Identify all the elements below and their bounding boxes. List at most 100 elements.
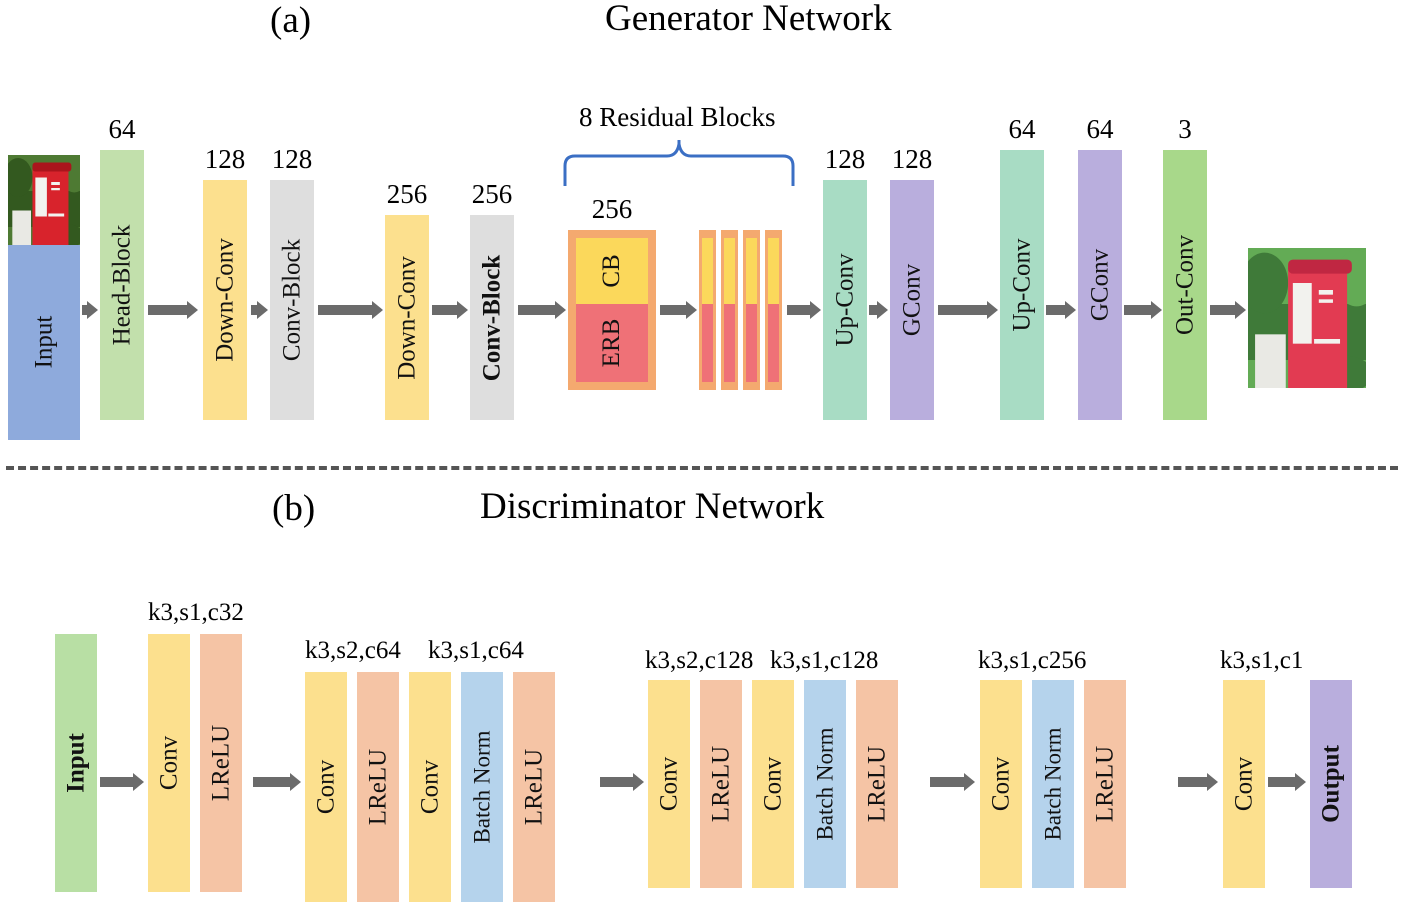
discriminator-block-conv-g1-1[interactable]: Conv [148, 634, 190, 892]
discriminator-block-label: Batch Norm [812, 727, 838, 841]
discriminator-block-label: Conv [759, 756, 787, 812]
generator-block-conv-block-5[interactable]: Conv-Block [470, 215, 514, 420]
generator-block-label: Down-Conv [211, 238, 239, 362]
discriminator-block-lrelu-g3-5[interactable]: LReLU [856, 680, 898, 888]
discriminator-block-lrelu-g3-2[interactable]: LReLU [700, 680, 742, 888]
discriminator-block-conv-g2-1[interactable]: Conv [305, 672, 347, 902]
generator-channels-7: 128 [891, 144, 933, 174]
discriminator-block-label: LReLU [520, 748, 548, 826]
residual-brace [563, 128, 795, 188]
discriminator-arrow-6 [1268, 773, 1306, 791]
discriminator-arrow-1 [100, 773, 144, 791]
discriminator-spec-g1-1: k3,s1,c32 [148, 599, 244, 626]
discriminator-block-label: LReLU [863, 745, 891, 823]
residual-brace-label: 8 Residual Blocks [579, 102, 776, 132]
generator-block-head-block-1[interactable]: Head-Block [100, 150, 144, 420]
discriminator-output-block[interactable]: Output [1310, 680, 1352, 888]
generator-block-conv-block-3[interactable]: Conv-Block [270, 180, 314, 420]
generator-block-label: Head-Block [108, 224, 136, 346]
discriminator-spec-g3-1: k3,s2,c128 [645, 647, 754, 674]
discriminator-block-batch-norm-g3-4[interactable]: Batch Norm [804, 680, 846, 888]
discriminator-block-lrelu-g2-2[interactable]: LReLU [357, 672, 399, 902]
residual-cb-segment: CB [576, 238, 648, 304]
discriminator-block-label: LReLU [207, 724, 235, 802]
generator-block-label: Conv-Block [278, 238, 306, 362]
generator-arrow-3 [251, 301, 268, 319]
residual-block-repeat-4[interactable] [765, 230, 782, 390]
generator-block-gconv-9[interactable]: GConv [1078, 150, 1122, 420]
discriminator-output-label: Output [1317, 745, 1345, 823]
residual-erb-label: ERB [598, 318, 625, 368]
residual-channels: 256 [591, 194, 633, 224]
generator-block-input-0[interactable]: Input [8, 243, 80, 440]
discriminator-block-label: Conv [155, 735, 183, 791]
generator-block-label: Input [30, 315, 58, 368]
discriminator-block-label: Conv [416, 759, 444, 815]
generator-channels-10: 3 [1178, 114, 1192, 144]
generator-arrow-7 [660, 301, 697, 319]
panel-a-letter: (a) [270, 0, 312, 41]
output-image-red-postbox-stylized [1248, 248, 1366, 388]
discriminator-block-lrelu-g4-3[interactable]: LReLU [1084, 680, 1126, 888]
residual-block-main[interactable]: CB ERB [568, 230, 656, 390]
generator-block-gconv-7[interactable]: GConv [890, 180, 934, 420]
generator-arrow-13 [1210, 301, 1246, 319]
discriminator-block-conv-g2-3[interactable]: Conv [409, 672, 451, 902]
generator-block-label: Out-Conv [1171, 235, 1199, 335]
residual-block-repeat-2[interactable] [721, 230, 738, 390]
generator-block-out-conv-10[interactable]: Out-Conv [1163, 150, 1207, 420]
generator-block-label: Up-Conv [831, 253, 859, 347]
discriminator-block-label: LReLU [1091, 745, 1119, 823]
discriminator-block-lrelu-g1-2[interactable]: LReLU [200, 634, 242, 892]
generator-block-label: Up-Conv [1008, 238, 1036, 332]
generator-arrow-4 [318, 301, 383, 319]
residual-block-repeat-3[interactable] [743, 230, 760, 390]
discriminator-block-label: Conv [655, 756, 683, 812]
panel-b-title: Discriminator Network [480, 486, 825, 527]
discriminator-block-label: Conv [987, 756, 1015, 812]
discriminator-spec-g5-1: k3,s1,c1 [1220, 647, 1304, 674]
generator-block-up-conv-8[interactable]: Up-Conv [1000, 150, 1044, 420]
generator-block-label: Down-Conv [393, 255, 421, 380]
generator-block-up-conv-6[interactable]: Up-Conv [823, 180, 867, 420]
generator-arrow-1 [82, 301, 98, 319]
discriminator-block-label: Batch Norm [1040, 727, 1066, 841]
generator-arrow-8 [787, 301, 821, 319]
generator-block-label: GConv [1086, 248, 1114, 322]
generator-arrow-6 [518, 301, 566, 319]
generator-arrow-2 [148, 301, 198, 319]
residual-block-repeat-1[interactable] [699, 230, 716, 390]
generator-channels-2: 128 [204, 144, 246, 174]
generator-block-down-conv-4[interactable]: Down-Conv [385, 215, 429, 420]
discriminator-block-conv-g3-3[interactable]: Conv [752, 680, 794, 888]
discriminator-spec-g2-2: k3,s1,c64 [428, 637, 524, 664]
generator-channels-3: 128 [271, 144, 313, 174]
discriminator-spec-g2-1: k3,s2,c64 [305, 637, 401, 664]
discriminator-block-label: LReLU [707, 745, 735, 823]
generator-arrow-10 [938, 301, 998, 319]
discriminator-block-label: Batch Norm [469, 730, 495, 844]
discriminator-input-block[interactable]: Input [55, 634, 97, 892]
discriminator-spec-g3-2: k3,s1,c128 [770, 647, 879, 674]
discriminator-block-conv-g3-1[interactable]: Conv [648, 680, 690, 888]
discriminator-block-conv-g5-1[interactable]: Conv [1223, 680, 1265, 888]
generator-arrow-9 [869, 301, 888, 319]
discriminator-block-lrelu-g2-5[interactable]: LReLU [513, 672, 555, 902]
discriminator-block-conv-g4-1[interactable]: Conv [980, 680, 1022, 888]
generator-channels-4: 256 [386, 179, 428, 209]
discriminator-block-label: Conv [1230, 756, 1258, 812]
discriminator-block-batch-norm-g4-2[interactable]: Batch Norm [1032, 680, 1074, 888]
generator-block-down-conv-2[interactable]: Down-Conv [203, 180, 247, 420]
panel-b-letter: (b) [272, 488, 316, 529]
panel-a-title: Generator Network [605, 0, 892, 39]
generator-block-label: GConv [898, 263, 926, 337]
residual-cb-label: CB [598, 254, 625, 288]
discriminator-arrow-5 [1178, 773, 1218, 791]
generator-arrow-5 [432, 301, 468, 319]
input-image-red-postbox [8, 155, 80, 245]
generator-arrow-11 [1046, 301, 1076, 319]
discriminator-block-batch-norm-g2-4[interactable]: Batch Norm [461, 672, 503, 902]
generator-block-label: Conv-Block [478, 254, 506, 381]
generator-arrow-12 [1124, 301, 1162, 319]
